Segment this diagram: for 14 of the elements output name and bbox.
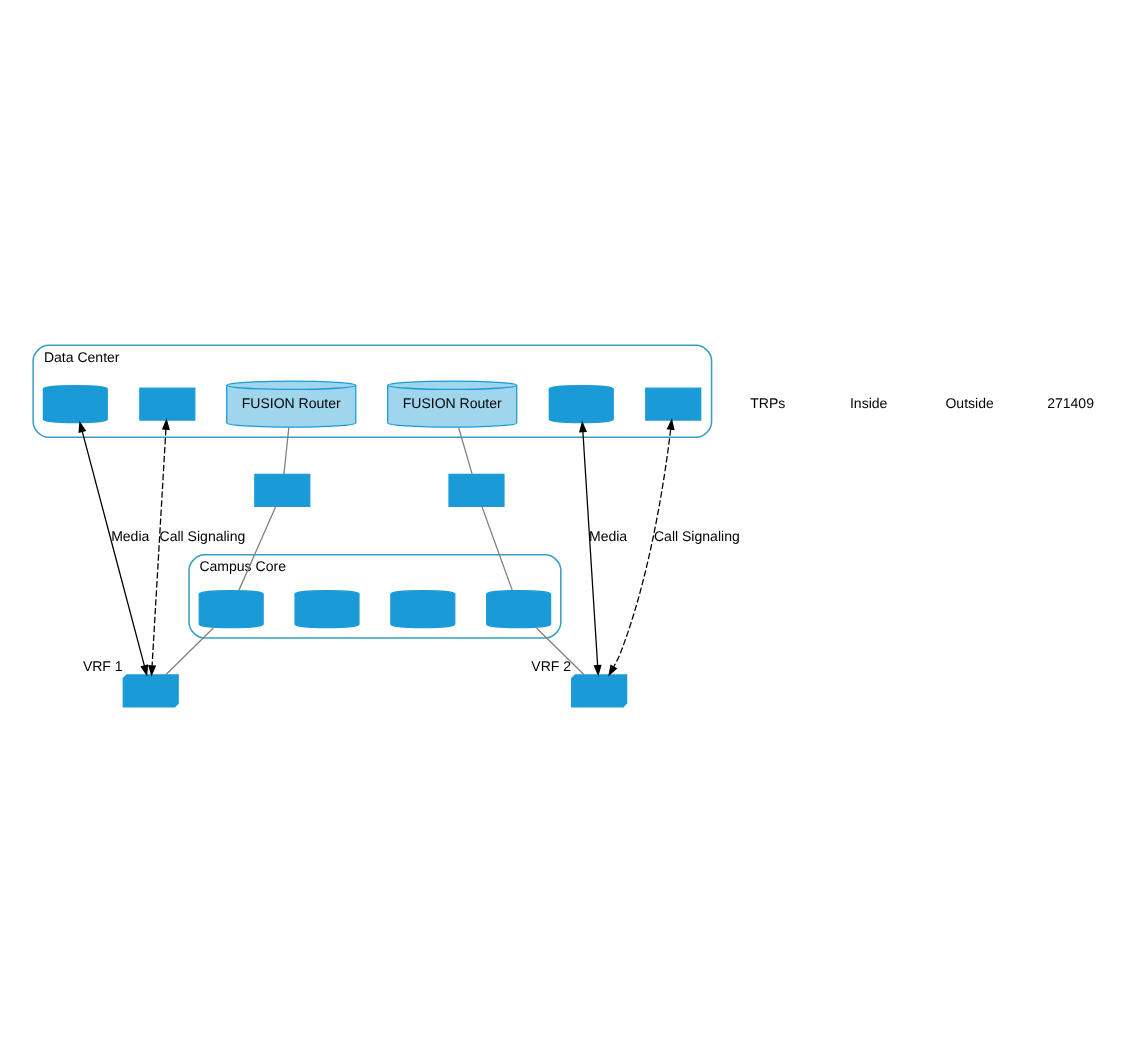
- arrow: [608, 417, 675, 676]
- connector: [457, 425, 473, 474]
- connector: [283, 425, 290, 474]
- connector: [535, 626, 585, 675]
- node-box: [645, 386, 702, 420]
- node-box: [139, 386, 196, 420]
- node-box: [254, 472, 311, 506]
- connector: [481, 504, 514, 591]
- connector: [238, 504, 277, 591]
- node-box: [448, 472, 505, 506]
- arrow: [148, 417, 170, 676]
- arrow: [78, 419, 149, 676]
- arrow: [578, 419, 602, 676]
- connector: [165, 626, 214, 675]
